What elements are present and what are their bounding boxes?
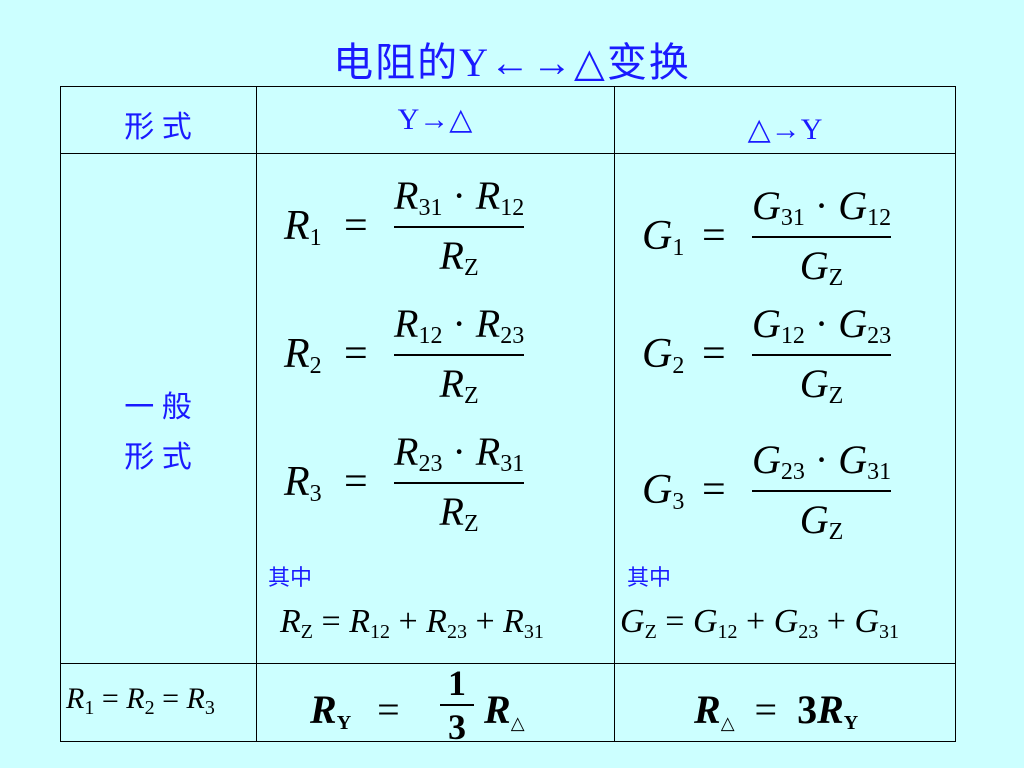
right-lhs-3: G3 bbox=[642, 467, 685, 515]
one-third-fraction: 1 3 bbox=[440, 662, 474, 748]
right-note: 其中 bbox=[627, 565, 672, 590]
ry-formula-lhs: RY = bbox=[310, 687, 400, 734]
left-eq-3: = bbox=[344, 459, 368, 505]
header-y-to-delta: Y→△ bbox=[397, 103, 473, 136]
general-label-line1: 一 般 bbox=[124, 391, 192, 424]
ry-formula-rhs: R△ bbox=[484, 687, 525, 733]
transform-table: 形 式 Y→△ △→Y 一 般 形 式 bbox=[60, 86, 956, 742]
table-border-bottom bbox=[60, 741, 956, 742]
table-col-divider-2 bbox=[614, 86, 615, 742]
header-form: 形 式 bbox=[124, 111, 192, 144]
equal-resistance-condition: R1 = R2 = R3 bbox=[66, 682, 215, 719]
left-lhs-1: R1 bbox=[284, 203, 322, 251]
table-border-top bbox=[60, 86, 956, 87]
header-delta-to-y: △→Y bbox=[747, 113, 823, 146]
gz-sum-formula: GZ = G12 + G23 + G31 bbox=[620, 603, 900, 643]
rz-sum-formula: RZ = R12 + R23 + R31 bbox=[280, 603, 544, 643]
table-row-divider bbox=[60, 663, 956, 664]
left-eq-1: = bbox=[344, 203, 368, 249]
table-col-divider-1 bbox=[256, 86, 257, 742]
left-eq-2: = bbox=[344, 331, 368, 377]
right-eq-1: = bbox=[702, 213, 726, 259]
right-lhs-1: G1 bbox=[642, 213, 685, 261]
right-eq-2: = bbox=[702, 331, 726, 377]
left-lhs-3: R3 bbox=[284, 459, 322, 507]
table-border-left bbox=[60, 86, 61, 742]
left-lhs-2: R2 bbox=[284, 331, 322, 379]
table-border-right bbox=[955, 86, 956, 742]
right-eq-3: = bbox=[702, 467, 726, 513]
page-title: 电阻的Y←→△变换 bbox=[333, 40, 691, 85]
left-note: 其中 bbox=[268, 565, 313, 590]
general-label-line2: 形 式 bbox=[124, 441, 192, 474]
rdelta-formula: R△ = 3RY bbox=[694, 687, 859, 734]
table-header-divider bbox=[60, 153, 956, 154]
right-lhs-2: G2 bbox=[642, 331, 685, 379]
